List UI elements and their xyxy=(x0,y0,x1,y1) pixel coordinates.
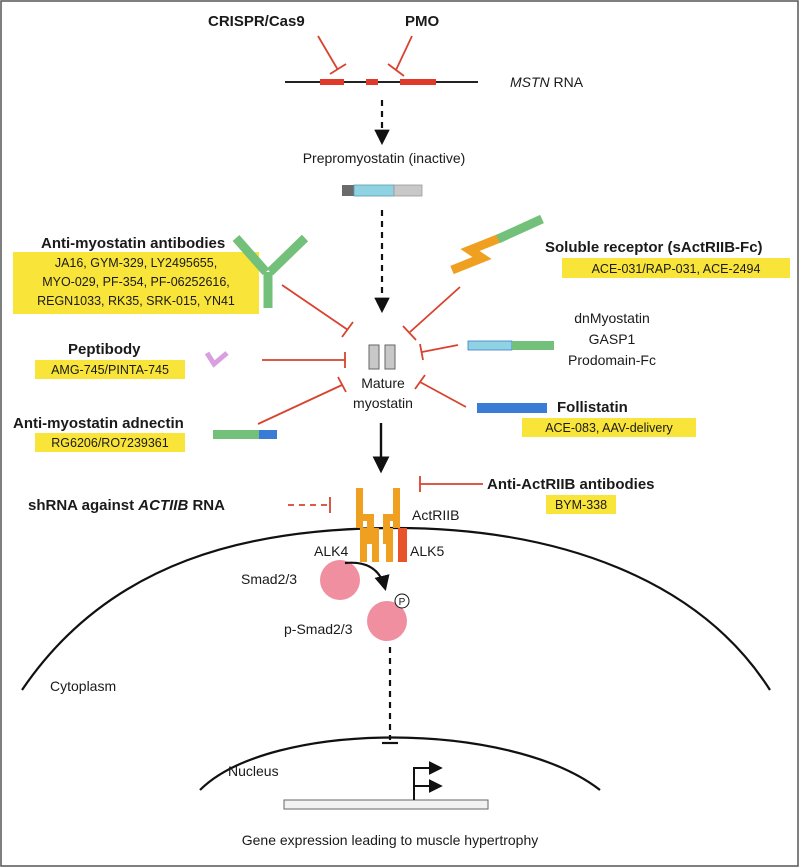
outcome-label: Gene expression leading to muscle hypert… xyxy=(242,832,539,848)
antibodies-title: Anti-myostatin antibodies xyxy=(41,235,225,252)
pmo-inhibition xyxy=(387,35,413,77)
alk5-receptor xyxy=(398,528,407,562)
phosphorylation-arrow xyxy=(344,561,390,591)
follistatin-title: Follistatin xyxy=(557,399,628,416)
antibodies-inhibition xyxy=(281,284,354,338)
antibodies-drugs-1: JA16, GYM-329, LY2495655, xyxy=(55,256,217,270)
actriib-label: ActRIIB xyxy=(412,507,459,523)
adnectin-title: Anti-myostatin adnectin xyxy=(13,415,184,432)
adnectin-inhibition xyxy=(257,376,347,425)
mature-label-2: myostatin xyxy=(353,395,413,411)
peptibody-drugs: AMG-745/PINTA-745 xyxy=(51,363,169,377)
transcription-start-icon xyxy=(413,761,443,800)
crispr-inhibition xyxy=(317,35,347,75)
peptibody-glyph xyxy=(204,351,229,368)
psmad23-protein xyxy=(367,601,407,641)
smad23-protein xyxy=(320,560,360,600)
actriib-ab-highlight xyxy=(546,495,616,514)
nucleus-label: Nucleus xyxy=(228,763,279,779)
adnectin-glyph xyxy=(213,430,277,439)
antibodies-drugs-3: REGN1033, RK35, SRK-015, YN41 xyxy=(37,294,235,308)
follistatin-glyph xyxy=(477,403,547,413)
peptibody-inhibition xyxy=(262,352,346,368)
prepromyostatin-label: Prepromyostatin (inactive) xyxy=(303,150,466,166)
smad23-label: Smad2/3 xyxy=(241,571,297,587)
actriib-ab-drugs: BYM-338 xyxy=(555,498,607,512)
phospho-icon xyxy=(394,593,410,609)
nuclear-envelope xyxy=(199,736,601,791)
mstn-exon-2 xyxy=(366,79,378,85)
mature-label-1: Mature xyxy=(361,375,405,391)
propeptide-glyph xyxy=(467,340,554,351)
adnectin-highlight xyxy=(35,433,185,452)
soluble-receptor-glyph xyxy=(450,214,544,275)
mstn-exon-1 xyxy=(320,79,344,85)
alk4-label: ALK4 xyxy=(314,543,348,559)
soluble-receptor-inhibition xyxy=(402,286,461,341)
antibodies-highlight xyxy=(13,252,259,314)
actriib-receptor xyxy=(356,488,400,562)
follistatin-inhibition xyxy=(414,374,467,408)
mstn-exon-3 xyxy=(400,79,436,85)
psmad23-label: p-Smad2/3 xyxy=(284,621,353,637)
propeptide-line-1: dnMyostatin xyxy=(574,310,649,326)
soluble-receptor-highlight xyxy=(562,258,790,278)
follistatin-highlight xyxy=(522,418,696,437)
cytoplasm-label: Cytoplasm xyxy=(50,678,116,694)
actriib-ab-title: Anti-ActRIIB antibodies xyxy=(487,476,655,493)
mstn-rna-label: MSTN RNA xyxy=(510,74,584,90)
antibodies-drugs-2: MYO-029, PF-354, PF-06252616, xyxy=(42,275,230,289)
crispr-label: CRISPR/Cas9 xyxy=(208,13,305,30)
propeptide-line-2: GASP1 xyxy=(589,331,636,347)
soluble-receptor-title: Soluble receptor (sActRIIB-Fc) xyxy=(545,239,763,256)
adnectin-drugs: RG6206/RO7239361 xyxy=(51,436,168,450)
antibody-y-glyph xyxy=(232,234,309,308)
gene-dna-bar xyxy=(283,799,489,810)
alk5-label: ALK5 xyxy=(410,543,444,559)
pmo-label: PMO xyxy=(405,13,440,30)
soluble-receptor-drugs: ACE-031/RAP-031, ACE-2494 xyxy=(592,262,761,276)
propeptide-inhibition xyxy=(419,343,459,361)
propeptide-line-3: Prodomain-Fc xyxy=(568,352,656,368)
phospho-label: P xyxy=(399,597,406,608)
follistatin-drugs: ACE-083, AAV-delivery xyxy=(545,421,673,435)
actriib-ab-inhibition xyxy=(419,476,483,492)
peptibody-highlight xyxy=(35,360,185,379)
peptibody-title: Peptibody xyxy=(68,341,141,358)
shrna-label: shRNA against ACTIIB RNA xyxy=(28,497,225,514)
prepromyostatin-glyph xyxy=(342,184,423,197)
mature-myostatin-glyph xyxy=(368,344,396,370)
